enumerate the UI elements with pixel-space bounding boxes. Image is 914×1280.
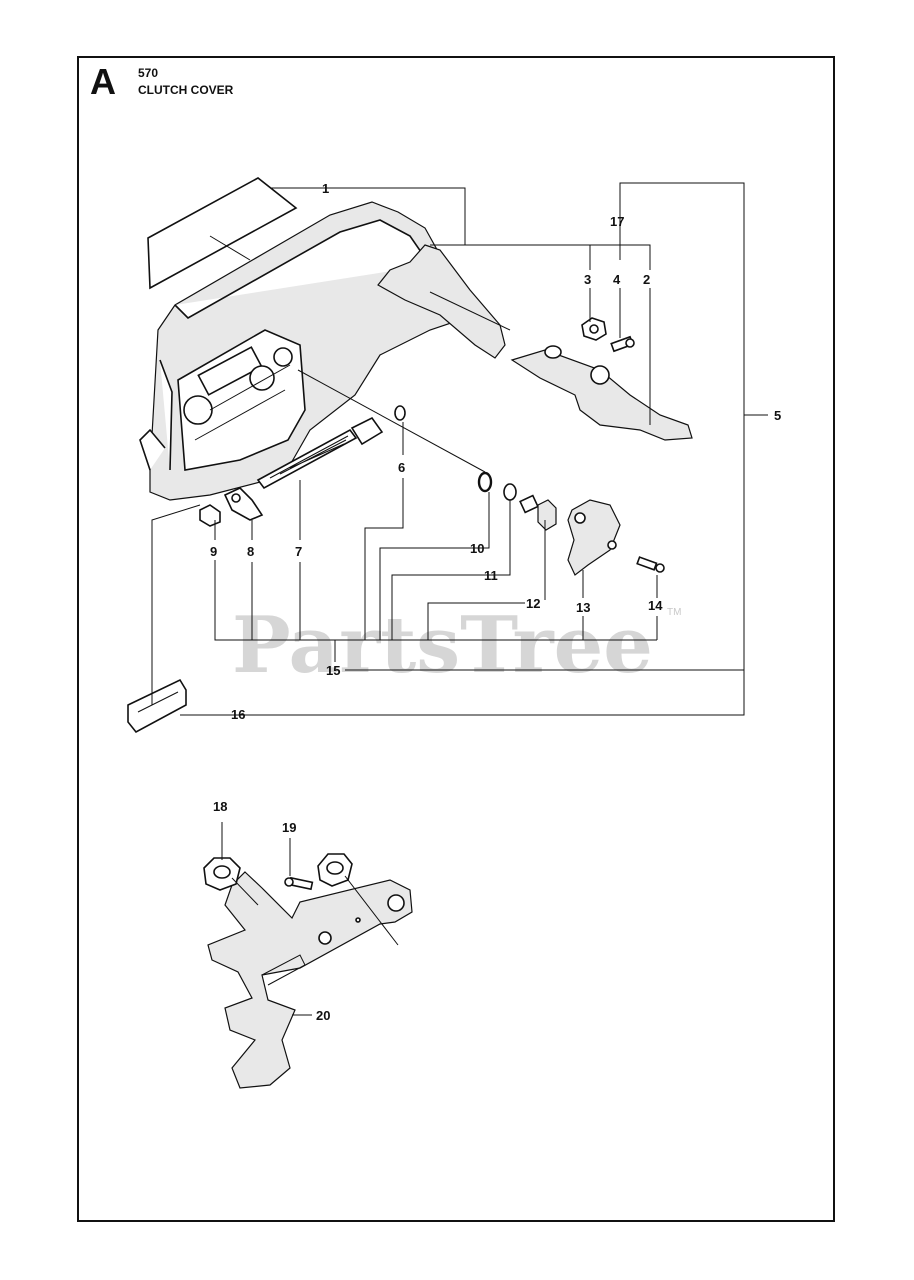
nut-part-9[interactable] xyxy=(199,504,221,527)
callout-11[interactable]: 11 xyxy=(484,568,498,583)
screw-part-4[interactable] xyxy=(610,335,635,353)
o-ring-part-10[interactable] xyxy=(477,471,493,493)
callout-17[interactable]: 17 xyxy=(610,214,624,229)
callout-7[interactable]: 7 xyxy=(295,544,302,559)
nut-part-18b[interactable] xyxy=(317,853,353,887)
clutch-cover-part[interactable] xyxy=(139,201,461,501)
nut-part-3[interactable] xyxy=(581,317,607,341)
callout-3[interactable]: 3 xyxy=(584,272,591,287)
nut-part-18[interactable] xyxy=(203,857,241,891)
section-title: CLUTCH COVER xyxy=(138,83,234,97)
label-plate-part[interactable] xyxy=(147,177,298,290)
bar-guide-plate-part[interactable] xyxy=(377,244,693,441)
spike-bumper-part-20[interactable] xyxy=(207,871,413,1089)
callout-16[interactable]: 16 xyxy=(231,707,245,722)
leader-lines xyxy=(151,182,768,716)
callout-20[interactable]: 20 xyxy=(316,1008,330,1023)
callout-1[interactable]: 1 xyxy=(322,181,329,196)
callout-18[interactable]: 18 xyxy=(213,799,227,814)
diagram-frame xyxy=(77,56,835,1222)
gear-part-12[interactable] xyxy=(519,494,557,531)
callout-13[interactable]: 13 xyxy=(576,600,590,615)
watermark-text: PartsTree xyxy=(232,600,653,691)
callout-2[interactable]: 2 xyxy=(643,272,650,287)
callout-5[interactable]: 5 xyxy=(774,408,781,423)
callout-6[interactable]: 6 xyxy=(398,460,405,475)
callout-8[interactable]: 8 xyxy=(247,544,254,559)
model-number: 570 xyxy=(138,66,159,80)
washer-part-11[interactable] xyxy=(503,483,517,501)
lower-leader-lines xyxy=(221,822,399,1016)
ring-part-6[interactable] xyxy=(394,405,406,421)
screw-part-14[interactable] xyxy=(636,556,665,573)
callout-19[interactable]: 19 xyxy=(282,820,296,835)
bumper-part-16[interactable] xyxy=(127,678,187,734)
callout-9[interactable]: 9 xyxy=(210,544,217,559)
screw-part-19[interactable] xyxy=(284,876,314,891)
watermark-trademark: TM xyxy=(667,607,681,618)
callout-12[interactable]: 12 xyxy=(526,596,540,611)
section-letter: A xyxy=(90,61,116,102)
callout-15[interactable]: 15 xyxy=(326,663,340,678)
callout-10[interactable]: 10 xyxy=(470,541,484,556)
tensioner-screw-part-7[interactable] xyxy=(256,416,384,490)
callout-14[interactable]: 14 xyxy=(648,598,663,613)
tensioner-nut-part-8[interactable] xyxy=(223,487,264,521)
callout-4[interactable]: 4 xyxy=(613,272,621,287)
cover-plate-part-13[interactable] xyxy=(567,499,621,576)
